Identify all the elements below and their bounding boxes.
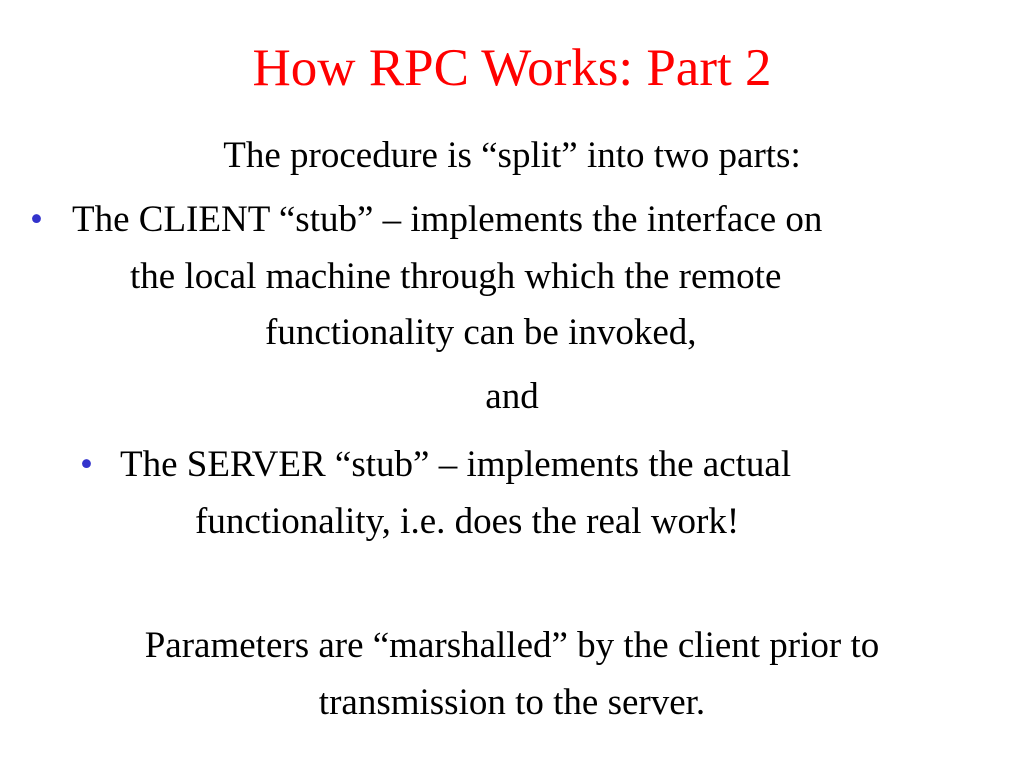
bullet-2-line-2: functionality, i.e. does the real work!	[195, 501, 740, 542]
bullet-1-line-3: functionality can be invoked,	[265, 312, 697, 353]
intro-text: The procedure is “split” into two parts:	[223, 135, 801, 176]
footer-line-1: Parameters are “marshalled” by the clien…	[144, 625, 880, 666]
bullet-marker: •	[80, 444, 93, 485]
slide-title: How RPC Works: Part 2	[252, 39, 772, 97]
footer-line-2: transmission to the server.	[318, 682, 706, 723]
bullet-2-line-1: The SERVER “stub” – implements the actua…	[120, 444, 792, 485]
connector-text: and	[485, 376, 539, 417]
bullet-marker: •	[30, 199, 43, 240]
bullet-1-line-1: The CLIENT “stub” – implements the inter…	[72, 199, 823, 240]
bullet-1-line-2: the local machine through which the remo…	[130, 256, 782, 297]
